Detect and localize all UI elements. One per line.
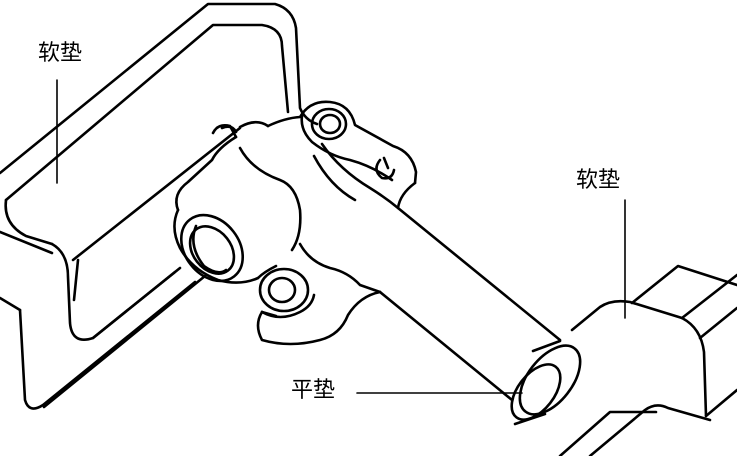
bracket-body <box>173 100 562 402</box>
soft-pad-right-block <box>558 264 737 456</box>
label-flat-pad: 平垫 <box>291 378 336 403</box>
soft-pad-left-block <box>0 2 319 410</box>
flat-pad-ring <box>510 339 582 426</box>
label-soft-pad-right: 软垫 <box>576 168 621 193</box>
label-soft-pad-left: 软垫 <box>38 41 83 66</box>
